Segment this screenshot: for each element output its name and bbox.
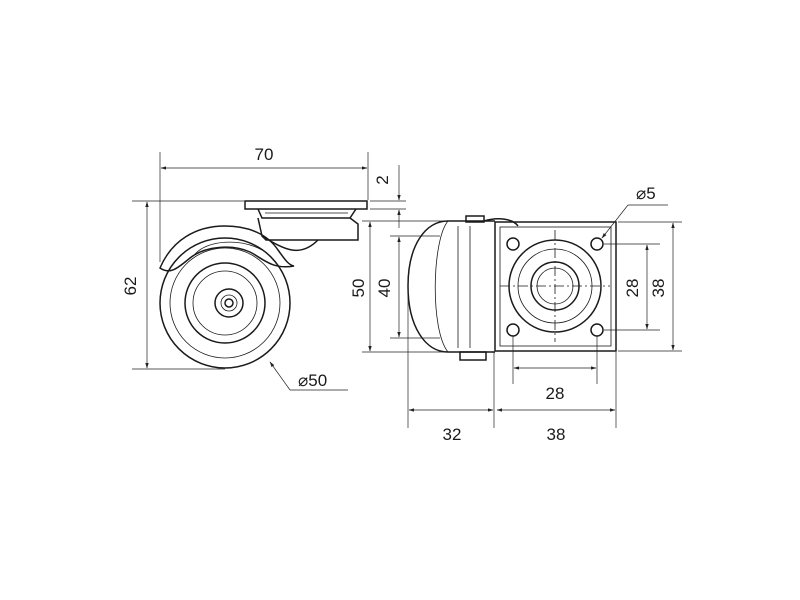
dim-hole-spacing-vertical: 28 <box>604 243 660 331</box>
dim-total-height: 62 <box>121 200 244 370</box>
dim-side-height-outer-label: 50 <box>349 279 368 298</box>
swivel-bearing <box>257 208 357 219</box>
wheel-front <box>407 220 495 353</box>
dim-hole-diameter: ⌀5 <box>601 184 668 239</box>
mounting-hole <box>590 323 604 337</box>
fork-body <box>257 217 359 241</box>
top-plate <box>494 221 617 352</box>
side-view: 70 2 62 ⌀50 <box>121 145 406 391</box>
dim-hole-spacing-horizontal: 28 <box>512 336 598 403</box>
front-view: ⌀5 28 38 50 40 <box>349 184 682 444</box>
mounting-hole <box>506 237 520 251</box>
dim-plate-thickness-label: 2 <box>373 175 392 184</box>
dim-plate-width-label: 70 <box>255 145 274 164</box>
dim-plate-length-label: 38 <box>547 425 566 444</box>
dim-side-height-outer: 50 <box>349 220 444 353</box>
wheel-side <box>159 237 291 369</box>
dim-plate-length: 38 <box>496 352 617 444</box>
dim-wheel-diameter-label: ⌀50 <box>298 371 327 390</box>
dim-hole-spacing-vertical-label: 28 <box>623 279 642 298</box>
dim-total-height-label: 62 <box>121 277 140 296</box>
dim-side-height-inner-label: 40 <box>375 279 394 298</box>
dim-plate-height-label: 38 <box>649 279 668 298</box>
dim-plate-width: 70 <box>159 145 369 262</box>
dim-plate-thickness: 2 <box>370 165 406 228</box>
wheel-cover <box>159 225 295 272</box>
dim-hole-spacing-horizontal-label: 28 <box>546 384 565 403</box>
mounting-hole <box>506 323 520 337</box>
dim-wheel-offset: 32 <box>407 290 495 444</box>
mounting-hole <box>590 237 604 251</box>
dim-side-height-inner: 40 <box>375 235 440 339</box>
mounting-plate <box>244 200 368 210</box>
dim-wheel-diameter: ⌀50 <box>269 361 348 391</box>
dim-plate-height: 38 <box>618 221 682 352</box>
dim-hole-diameter-label: ⌀5 <box>636 184 656 203</box>
dim-wheel-offset-label: 32 <box>443 425 462 444</box>
